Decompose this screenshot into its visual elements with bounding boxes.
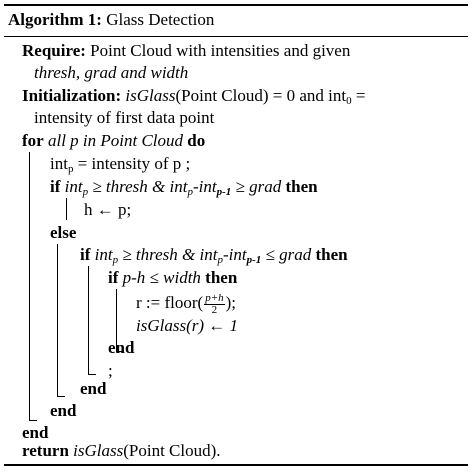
if3-keyword: if bbox=[108, 268, 119, 287]
for-block-bar bbox=[29, 152, 30, 420]
if1-cond-c: -int bbox=[192, 177, 217, 196]
algorithm-name: Glass Detection bbox=[106, 10, 215, 29]
end-else: end bbox=[50, 401, 77, 420]
if2-cond-c-sub: p-1 bbox=[246, 254, 262, 266]
h-assign-line: h ← p; bbox=[84, 200, 132, 219]
else-block-bar bbox=[57, 244, 58, 396]
if2-cond-a: int bbox=[94, 245, 113, 264]
init-line-2: intensity of first data point bbox=[34, 108, 215, 127]
fraction-numerator: p+h bbox=[204, 291, 225, 305]
if2-keyword: if bbox=[80, 245, 91, 264]
for-keyword: for bbox=[22, 131, 44, 150]
return-keyword: return bbox=[22, 441, 69, 460]
end-if2: end bbox=[80, 379, 107, 398]
r-assign-pre: r := floor( bbox=[136, 293, 204, 312]
if1-cond-a: int bbox=[64, 177, 83, 196]
require-keyword: Require: bbox=[22, 41, 86, 60]
if3-block-bar bbox=[116, 289, 117, 351]
algorithm-box: Algorithm 1: Glass Detection Require: Po… bbox=[4, 4, 468, 466]
if3-block-hook bbox=[116, 351, 124, 352]
if1-cond-c-sub: p-1 bbox=[216, 186, 232, 198]
require-line: Require: Point Cloud with intensities an… bbox=[22, 40, 350, 62]
top-rule bbox=[4, 4, 468, 6]
init-function: isGlass bbox=[125, 86, 176, 105]
if3-condition: p-h ≤ width bbox=[122, 268, 201, 287]
if2-line: if intp ≥ thresh & intp-intp-1 ≤ grad th… bbox=[80, 244, 348, 266]
if2-then: then bbox=[315, 245, 348, 264]
init-equals: = bbox=[351, 86, 366, 105]
if2-cond-b-sub: p bbox=[217, 254, 223, 266]
if1-line: if intp ≥ thresh & intp-intp-1 ≥ grad th… bbox=[50, 176, 318, 198]
if2-cond-d: ≤ grad bbox=[261, 245, 312, 264]
if2-cond-c: -int bbox=[222, 245, 247, 264]
for-line: for all p in Point Cloud do bbox=[22, 130, 205, 152]
end-if3: end bbox=[108, 338, 135, 357]
if2-block-hook bbox=[88, 374, 96, 375]
semicolon-line: ; bbox=[108, 361, 113, 380]
if1-cond-d: ≥ grad bbox=[231, 177, 282, 196]
r-assign-post: ); bbox=[225, 293, 237, 312]
end-for: end bbox=[22, 423, 49, 442]
algorithm-label: Algorithm 1: bbox=[8, 10, 102, 29]
if3-line: if p-h ≤ width then bbox=[108, 267, 237, 289]
algorithm-title: Algorithm 1: Glass Detection bbox=[8, 10, 214, 30]
return-function: isGlass bbox=[73, 441, 124, 460]
require-line-2: thresh, grad and width bbox=[34, 63, 189, 82]
return-text: (Point Cloud). bbox=[123, 441, 221, 460]
isglass-assign-line: isGlass(r) ← 1 bbox=[136, 316, 239, 335]
assign-lhs: int bbox=[50, 154, 68, 173]
if3-then: then bbox=[205, 268, 238, 287]
assign-subscript: p bbox=[67, 163, 74, 175]
if1-cond-b: ≥ thresh & int bbox=[88, 177, 188, 196]
bottom-rule bbox=[4, 464, 468, 466]
else-line: else bbox=[50, 223, 77, 242]
for-condition: all p in Point Cloud bbox=[47, 131, 184, 150]
if1-cond-a-sub: p bbox=[82, 186, 89, 198]
if2-cond-b: ≥ thresh & int bbox=[118, 245, 218, 264]
if2-block-bar bbox=[88, 266, 89, 374]
require-text: Point Cloud with intensities and given bbox=[90, 41, 351, 60]
for-block-hook bbox=[29, 420, 37, 421]
if2-cond-a-sub: p bbox=[112, 254, 119, 266]
if1-block-bar bbox=[66, 198, 67, 220]
assign-line: intp = intensity of p ; bbox=[50, 153, 190, 175]
else-block-hook bbox=[57, 396, 65, 397]
do-keyword: do bbox=[187, 131, 206, 150]
return-line: return isGlass(Point Cloud). bbox=[22, 440, 221, 462]
init-text: (Point Cloud) = 0 and int bbox=[175, 86, 347, 105]
if1-keyword: if bbox=[50, 177, 61, 196]
title-rule bbox=[4, 36, 468, 37]
if1-cond-b-sub: p bbox=[187, 186, 193, 198]
assign-rhs: = intensity of p ; bbox=[73, 154, 191, 173]
init-keyword: Initialization: bbox=[22, 86, 122, 105]
init-line: Initialization: isGlass(Point Cloud) = 0… bbox=[22, 85, 365, 107]
fraction-denominator: 2 bbox=[211, 303, 218, 316]
if1-then: then bbox=[285, 177, 318, 196]
init-subscript: 0 bbox=[346, 95, 352, 107]
